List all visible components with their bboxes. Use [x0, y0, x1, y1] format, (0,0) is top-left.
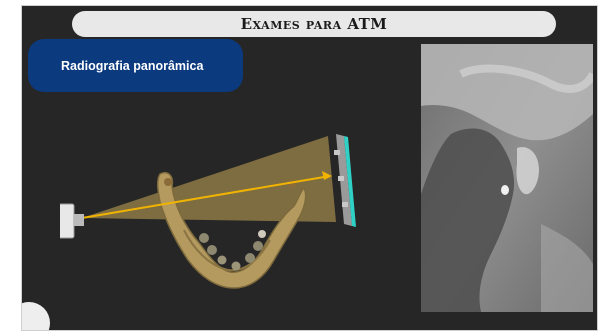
radiography-label: Radiografia panorâmica [61, 59, 203, 73]
tmj-xray-image [421, 44, 593, 312]
page-title: Exames para ATM [241, 15, 388, 33]
title-bar: Exames para ATM [72, 11, 556, 37]
detector-plate-icon [334, 134, 356, 227]
panoramic-illustration [60, 126, 360, 296]
radiography-label-pill: Radiografia panorâmica [28, 39, 243, 92]
xray-tube-icon [60, 204, 84, 238]
slide-frame: Exames para ATM Radiografia panorâmica [21, 5, 598, 331]
corner-tab[interactable] [21, 302, 50, 331]
